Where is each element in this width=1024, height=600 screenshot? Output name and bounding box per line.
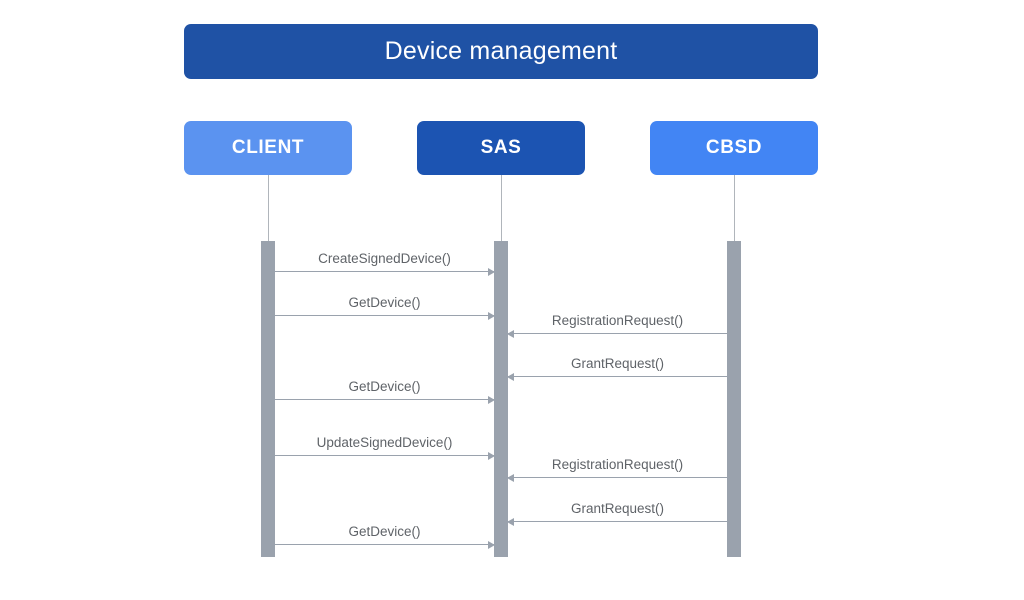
participant-box-cbsd[interactable]: CBSD xyxy=(650,121,818,175)
arrowhead-left-icon xyxy=(507,517,514,526)
arrowhead-left-icon xyxy=(507,372,514,381)
message-label: GrantRequest() xyxy=(570,501,665,516)
message-line xyxy=(275,544,494,545)
diagram-title-banner: Device management xyxy=(184,24,818,79)
message-label: RegistrationRequest() xyxy=(551,457,684,472)
participant-label: SAS xyxy=(480,137,522,158)
activation-bar-sas xyxy=(494,241,508,557)
participant-box-client[interactable]: CLIENT xyxy=(184,121,352,175)
message-line xyxy=(275,315,494,316)
message-line xyxy=(275,399,494,400)
arrowhead-right-icon xyxy=(488,451,495,460)
participant-box-sas[interactable]: SAS xyxy=(417,121,585,175)
arrowhead-right-icon xyxy=(488,540,495,549)
page-title: Device management xyxy=(384,37,618,65)
message-line xyxy=(508,376,727,377)
arrowhead-left-icon xyxy=(507,329,514,338)
arrowhead-right-icon xyxy=(488,311,495,320)
message-line xyxy=(508,477,727,478)
message-label: GetDevice() xyxy=(348,524,421,539)
arrowhead-right-icon xyxy=(488,395,495,404)
arrowhead-left-icon xyxy=(507,473,514,482)
message-label: GrantRequest() xyxy=(570,356,665,371)
participant-label: CLIENT xyxy=(231,137,305,158)
message-label: CreateSignedDevice() xyxy=(318,251,451,266)
participant-label: CBSD xyxy=(705,137,763,158)
arrowhead-right-icon xyxy=(488,267,495,276)
message-label: UpdateSignedDevice() xyxy=(316,435,453,450)
message-line xyxy=(508,333,727,334)
message-line xyxy=(275,271,494,272)
activation-bar-cbsd xyxy=(727,241,741,557)
message-line xyxy=(508,521,727,522)
message-label: RegistrationRequest() xyxy=(551,313,684,328)
message-label: GetDevice() xyxy=(348,295,421,310)
activation-bar-client xyxy=(261,241,275,557)
message-line xyxy=(275,455,494,456)
message-label: GetDevice() xyxy=(348,379,421,394)
